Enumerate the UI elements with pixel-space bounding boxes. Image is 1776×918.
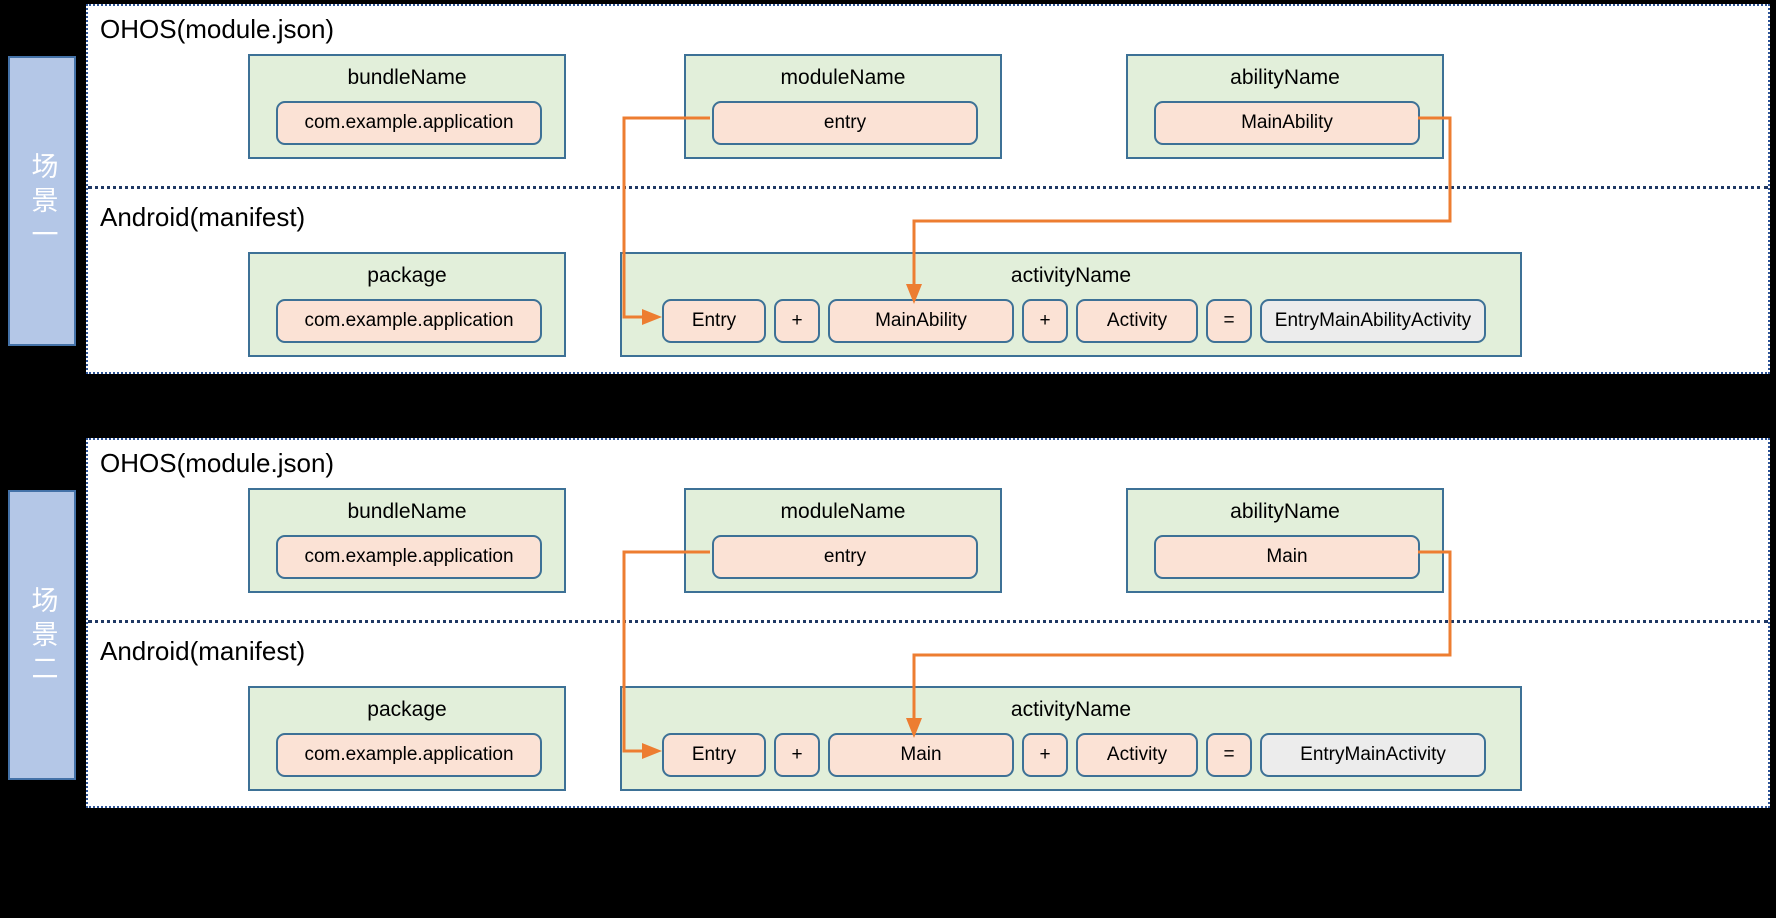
scenario-tab-1-label: 场景一 [27, 152, 58, 254]
chip-activity-token-entry-1[interactable]: Entry [662, 299, 766, 343]
chip-activity-token-ability-1[interactable]: MainAbility [828, 299, 1014, 343]
group-modulename-2-title: moduleName [780, 500, 906, 523]
group-activityname-2: activityName Entry + Main + Activity = E… [620, 686, 1522, 791]
group-activityname-1: activityName Entry + MainAbility + Activ… [620, 252, 1522, 357]
scenario-1-panel: OHOS(module.json) bundleName com.example… [86, 4, 1770, 374]
chip-package-1[interactable]: com.example.application [276, 299, 542, 343]
group-package-1-title: package [367, 264, 447, 287]
scenario-1-android-title: Android(manifest) [100, 202, 306, 232]
group-abilityname-1: abilityName MainAbility [1126, 54, 1444, 159]
group-modulename-1-title: moduleName [780, 66, 906, 89]
group-bundlename-2: bundleName com.example.application [248, 488, 566, 593]
chip-activity-token-plus1-2: + [774, 733, 820, 777]
chip-abilityname-2[interactable]: Main [1154, 535, 1420, 579]
group-bundlename-2-title: bundleName [347, 500, 467, 523]
scenario-1-ohos-title: OHOS(module.json) [100, 14, 335, 44]
group-bundlename-1-title: bundleName [347, 66, 467, 89]
scenario-2-android-section: Android(manifest) package com.example.ap… [88, 624, 1768, 806]
scenario-1-android-section: Android(manifest) package com.example.ap… [88, 190, 1768, 372]
group-abilityname-1-title: abilityName [1230, 66, 1340, 89]
group-modulename-2: moduleName entry [684, 488, 1002, 593]
scenario-2-android-title: Android(manifest) [100, 636, 306, 666]
scenario-2-divider [88, 620, 1768, 623]
group-activityname-2-title: activityName [1010, 698, 1132, 721]
chip-activity-token-activity-2[interactable]: Activity [1076, 733, 1198, 777]
chip-modulename-1[interactable]: entry [712, 101, 978, 145]
chip-activity-token-ability-2[interactable]: Main [828, 733, 1014, 777]
group-abilityname-2: abilityName Main [1126, 488, 1444, 593]
group-package-2-title: package [367, 698, 447, 721]
scenario-1-ohos-section: OHOS(module.json) bundleName com.example… [88, 6, 1768, 186]
scenario-tab-2-label: 场景二 [27, 586, 58, 688]
group-bundlename-1: bundleName com.example.application [248, 54, 566, 159]
chip-activity-token-entry-2[interactable]: Entry [662, 733, 766, 777]
chip-activity-token-plus1-1: + [774, 299, 820, 343]
chip-activity-token-activity-1[interactable]: Activity [1076, 299, 1198, 343]
chip-activity-token-equals-2: = [1206, 733, 1252, 777]
group-package-1: package com.example.application [248, 252, 566, 357]
chip-activity-result-2[interactable]: EntryMainActivity [1260, 733, 1486, 777]
scenario-tab-2[interactable]: 场景二 [8, 490, 76, 780]
scenario-2-ohos-section: OHOS(module.json) bundleName com.example… [88, 440, 1768, 620]
chip-activity-token-plus2-1: + [1022, 299, 1068, 343]
chip-activity-result-1[interactable]: EntryMainAbilityActivity [1260, 299, 1486, 343]
scenario-tab-1[interactable]: 场景一 [8, 56, 76, 346]
scenario-1-divider [88, 186, 1768, 189]
group-activityname-1-title: activityName [1010, 264, 1132, 287]
chip-bundlename-2[interactable]: com.example.application [276, 535, 542, 579]
group-package-2: package com.example.application [248, 686, 566, 791]
chip-package-2[interactable]: com.example.application [276, 733, 542, 777]
chip-activity-token-equals-1: = [1206, 299, 1252, 343]
scenario-2-panel: OHOS(module.json) bundleName com.example… [86, 438, 1770, 808]
chip-activity-token-plus2-2: + [1022, 733, 1068, 777]
group-modulename-1: moduleName entry [684, 54, 1002, 159]
scenario-2-ohos-title: OHOS(module.json) [100, 448, 335, 478]
chip-modulename-2[interactable]: entry [712, 535, 978, 579]
chip-bundlename-1[interactable]: com.example.application [276, 101, 542, 145]
group-abilityname-2-title: abilityName [1230, 500, 1340, 523]
chip-abilityname-1[interactable]: MainAbility [1154, 101, 1420, 145]
